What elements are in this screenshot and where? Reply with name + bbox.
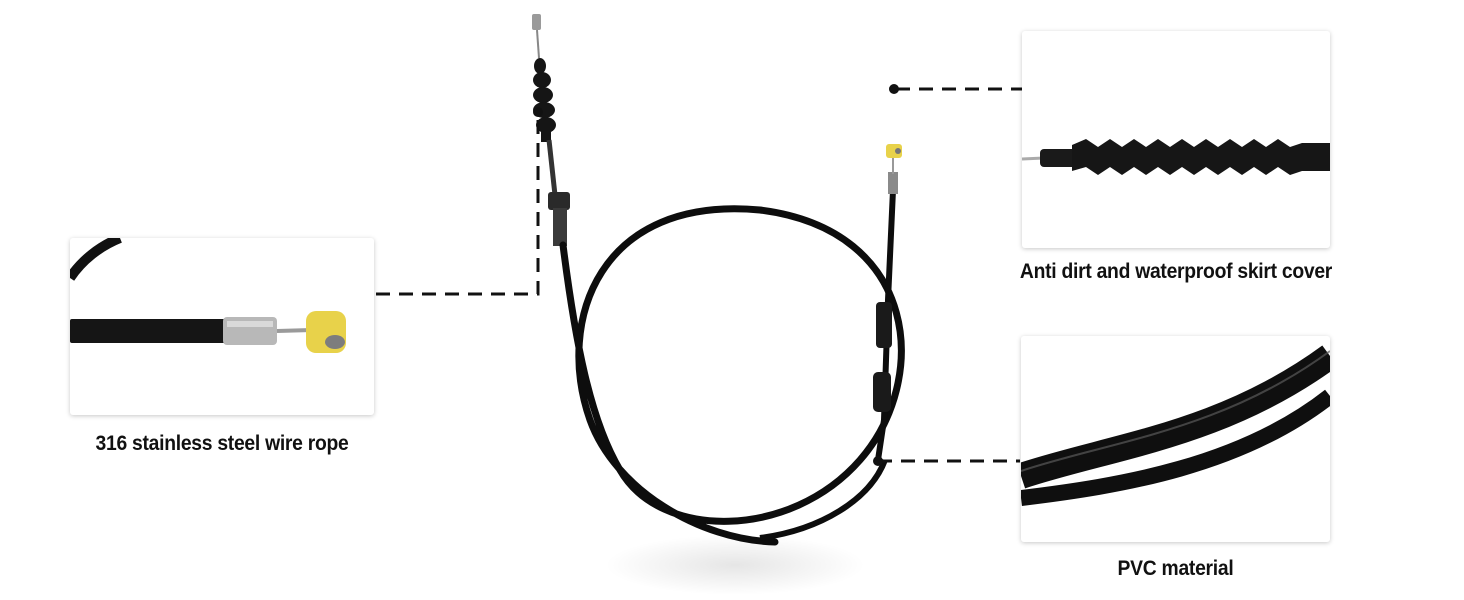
pvc-closeup-image — [1021, 345, 1330, 506]
wire-rope-detail-card — [70, 238, 374, 415]
skirt-cover-caption: Anti dirt and waterproof skirt cover — [1019, 260, 1333, 283]
wire-rope-caption: 316 stainless steel wire rope — [95, 432, 349, 455]
pvc-material-caption: PVC material — [1117, 557, 1234, 580]
skirt-cover-closeup-image — [1022, 139, 1330, 175]
pvc-material-detail-card — [1021, 336, 1330, 542]
skirt-cover-detail-card — [1022, 31, 1330, 248]
wire-rope-closeup-image — [70, 238, 346, 353]
